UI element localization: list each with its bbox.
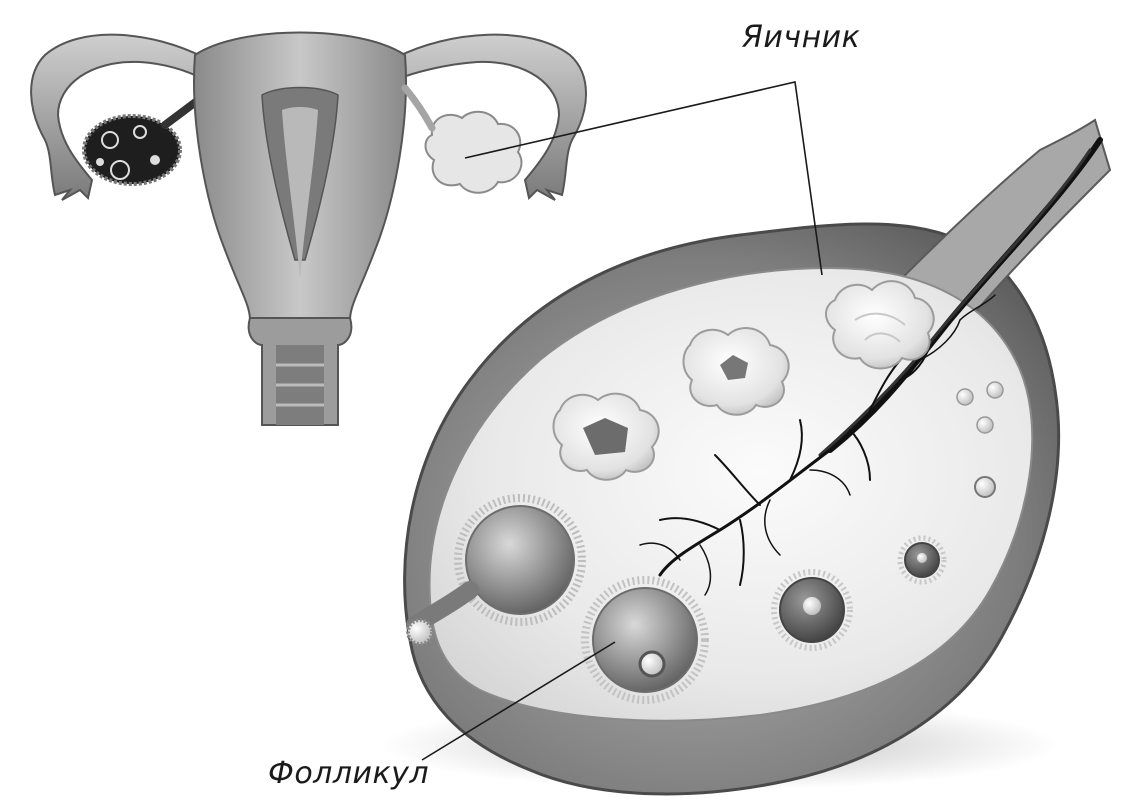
ovary-label: Яичник xyxy=(742,20,860,55)
left-ovary-follicle-dot xyxy=(150,155,160,165)
primordial-follicle xyxy=(957,389,973,405)
follicle-label: Фолликул xyxy=(268,756,429,791)
antral-follicle xyxy=(593,588,697,692)
mature-follicle xyxy=(466,506,574,614)
small-follicle-oocyte xyxy=(917,553,927,563)
ovary-cross-section xyxy=(380,120,1110,794)
released-oocyte xyxy=(408,620,432,644)
developing-follicle-oocyte xyxy=(803,597,821,615)
primordial-follicle xyxy=(977,417,993,433)
right-ovary-ligament xyxy=(405,88,432,128)
right-ovary xyxy=(426,112,522,193)
primordial-follicle xyxy=(975,477,995,497)
primordial-follicle xyxy=(987,382,1003,398)
left-ovary-follicle-dot xyxy=(96,158,104,166)
antral-follicle-oocyte xyxy=(640,652,664,676)
